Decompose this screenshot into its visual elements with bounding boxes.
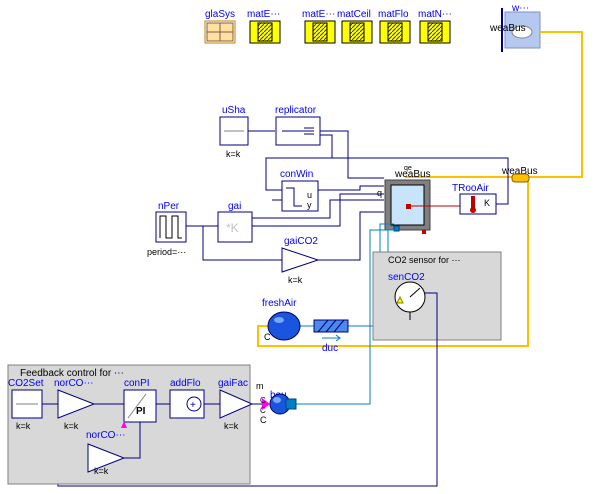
norCO-top-label: norCO⋯ [54,378,93,389]
uSha-block[interactable]: uSha k=k [219,105,249,159]
boundary-sphere-icon [267,311,301,341]
thermometer-icon [471,196,475,210]
record-matFlo[interactable]: matFlo [378,9,411,44]
gaiFac-block[interactable]: gaiFac k=k [218,378,254,431]
gain-triangle-icon [281,247,320,273]
gain-triangle-icon [57,389,96,419]
bou-port-c3: C [260,415,267,425]
weather-bus-label: weaBus [489,23,526,34]
room-port-q: q [377,188,382,198]
TRooAir-block[interactable]: TRooAir K [452,183,497,215]
record-label-matn: matN⋯ [418,9,452,20]
gaiFac-label: gaiFac [218,378,248,389]
conWin-block[interactable]: conWin u y [280,169,319,212]
record-label-matex2: matE⋯ [302,9,335,20]
record-matN[interactable]: matN⋯ [418,9,452,44]
room-bus-label: weaBus [394,169,431,180]
conPI-label: conPI [124,378,150,389]
weather-data-block[interactable]: w⋯ weaBus [489,3,541,52]
replicator-label: replicator [275,105,317,116]
feedback-control-group: Feedback control for ⋯ [7,364,251,485]
conPI-symbol: PI [136,406,146,417]
uSha-param: k=k [226,149,241,159]
gaiFac-param: k=k [224,421,239,431]
gai-block[interactable]: gai *K [217,201,253,243]
gai-label: gai [228,201,241,212]
CO2Set-param: k=k [16,421,31,431]
norCO-bottom-label: norCO⋯ [86,430,125,441]
conPI-block[interactable]: conPI PI [121,378,157,428]
weather-bus-connector[interactable]: weaBus [501,166,538,183]
weather-bus-connector-label: weaBus [501,166,538,177]
room-port-qe: qe [404,165,412,172]
freshAir-port: C [264,332,271,342]
duc-block[interactable]: duc [313,319,349,354]
record-matEx2[interactable]: matE⋯ [302,9,336,44]
conWin-port-u: u [307,190,312,200]
record-label-glasys: glaSys [205,9,235,20]
gaiCO2-param: k=k [288,275,303,285]
freshAir-block[interactable]: freshAir C [262,298,301,342]
co2-sensor-group-title: CO2 sensor for ⋯ [388,255,461,265]
bou-port-c2: C [260,406,266,415]
weather-bus-to-fresh-air [257,177,529,347]
nPer-param: period=⋯ [147,247,186,257]
addFlo-block[interactable]: addFlo + [169,378,205,419]
senCO2-block[interactable]: senCO2 [388,272,426,320]
duc-label: duc [322,343,338,354]
cloud-icon [511,25,533,39]
uSha-label: uSha [222,105,246,116]
norCO-top-block[interactable]: norCO⋯ k=k [54,378,96,431]
bus-connector-icon [511,173,530,183]
norCO-bottom-param: k=k [94,466,109,476]
bou-port-m: m [256,381,264,391]
conWin-port-y: y [307,200,312,210]
record-glaSys[interactable]: glaSys [204,9,236,44]
pulse-icon [159,215,182,239]
record-matCeil[interactable]: matCeil [337,9,373,44]
bou-block[interactable]: bou m C C C [256,381,297,425]
feedback-group-title: Feedback control for ⋯ [20,368,124,379]
addFlo-label: addFlo [170,378,201,389]
conWin-label: conWin [280,169,313,180]
record-label-matex1: matE⋯ [247,9,280,20]
nPer-block[interactable]: nPer period=⋯ [147,201,187,257]
weather-short-label: w⋯ [511,3,529,14]
gaiCO2-block[interactable]: gaiCO2 k=k [281,236,320,285]
norCO-top-param: k=k [64,421,79,431]
gain-triangle-icon [219,389,254,419]
replicator-block[interactable]: replicator [275,105,321,146]
record-label-matflo: matFlo [378,9,409,20]
gai-symbol: *K [226,221,239,235]
CO2Set-label: CO2Set [8,378,44,389]
room-block[interactable]: weaBus qe q [377,165,431,234]
bou-port-c1: C [260,396,266,405]
norCO-bottom-block[interactable]: norCO⋯ k=k [86,430,125,476]
TRooAir-label: TRooAir [452,183,489,194]
senCO2-label: senCO2 [388,272,425,283]
weather-bus-line [528,31,583,178]
nPer-label: nPer [158,201,180,212]
CO2Set-block[interactable]: CO2Set k=k [8,378,44,431]
TRooAir-unit: K [484,198,490,208]
record-label-matceil: matCeil [337,9,371,20]
gain-triangle-icon [87,443,126,473]
gaiCO2-label: gaiCO2 [284,236,318,247]
freshAir-label: freshAir [262,298,297,309]
record-matEx1[interactable]: matE⋯ [247,9,281,44]
addFlo-symbol: + [190,400,196,411]
